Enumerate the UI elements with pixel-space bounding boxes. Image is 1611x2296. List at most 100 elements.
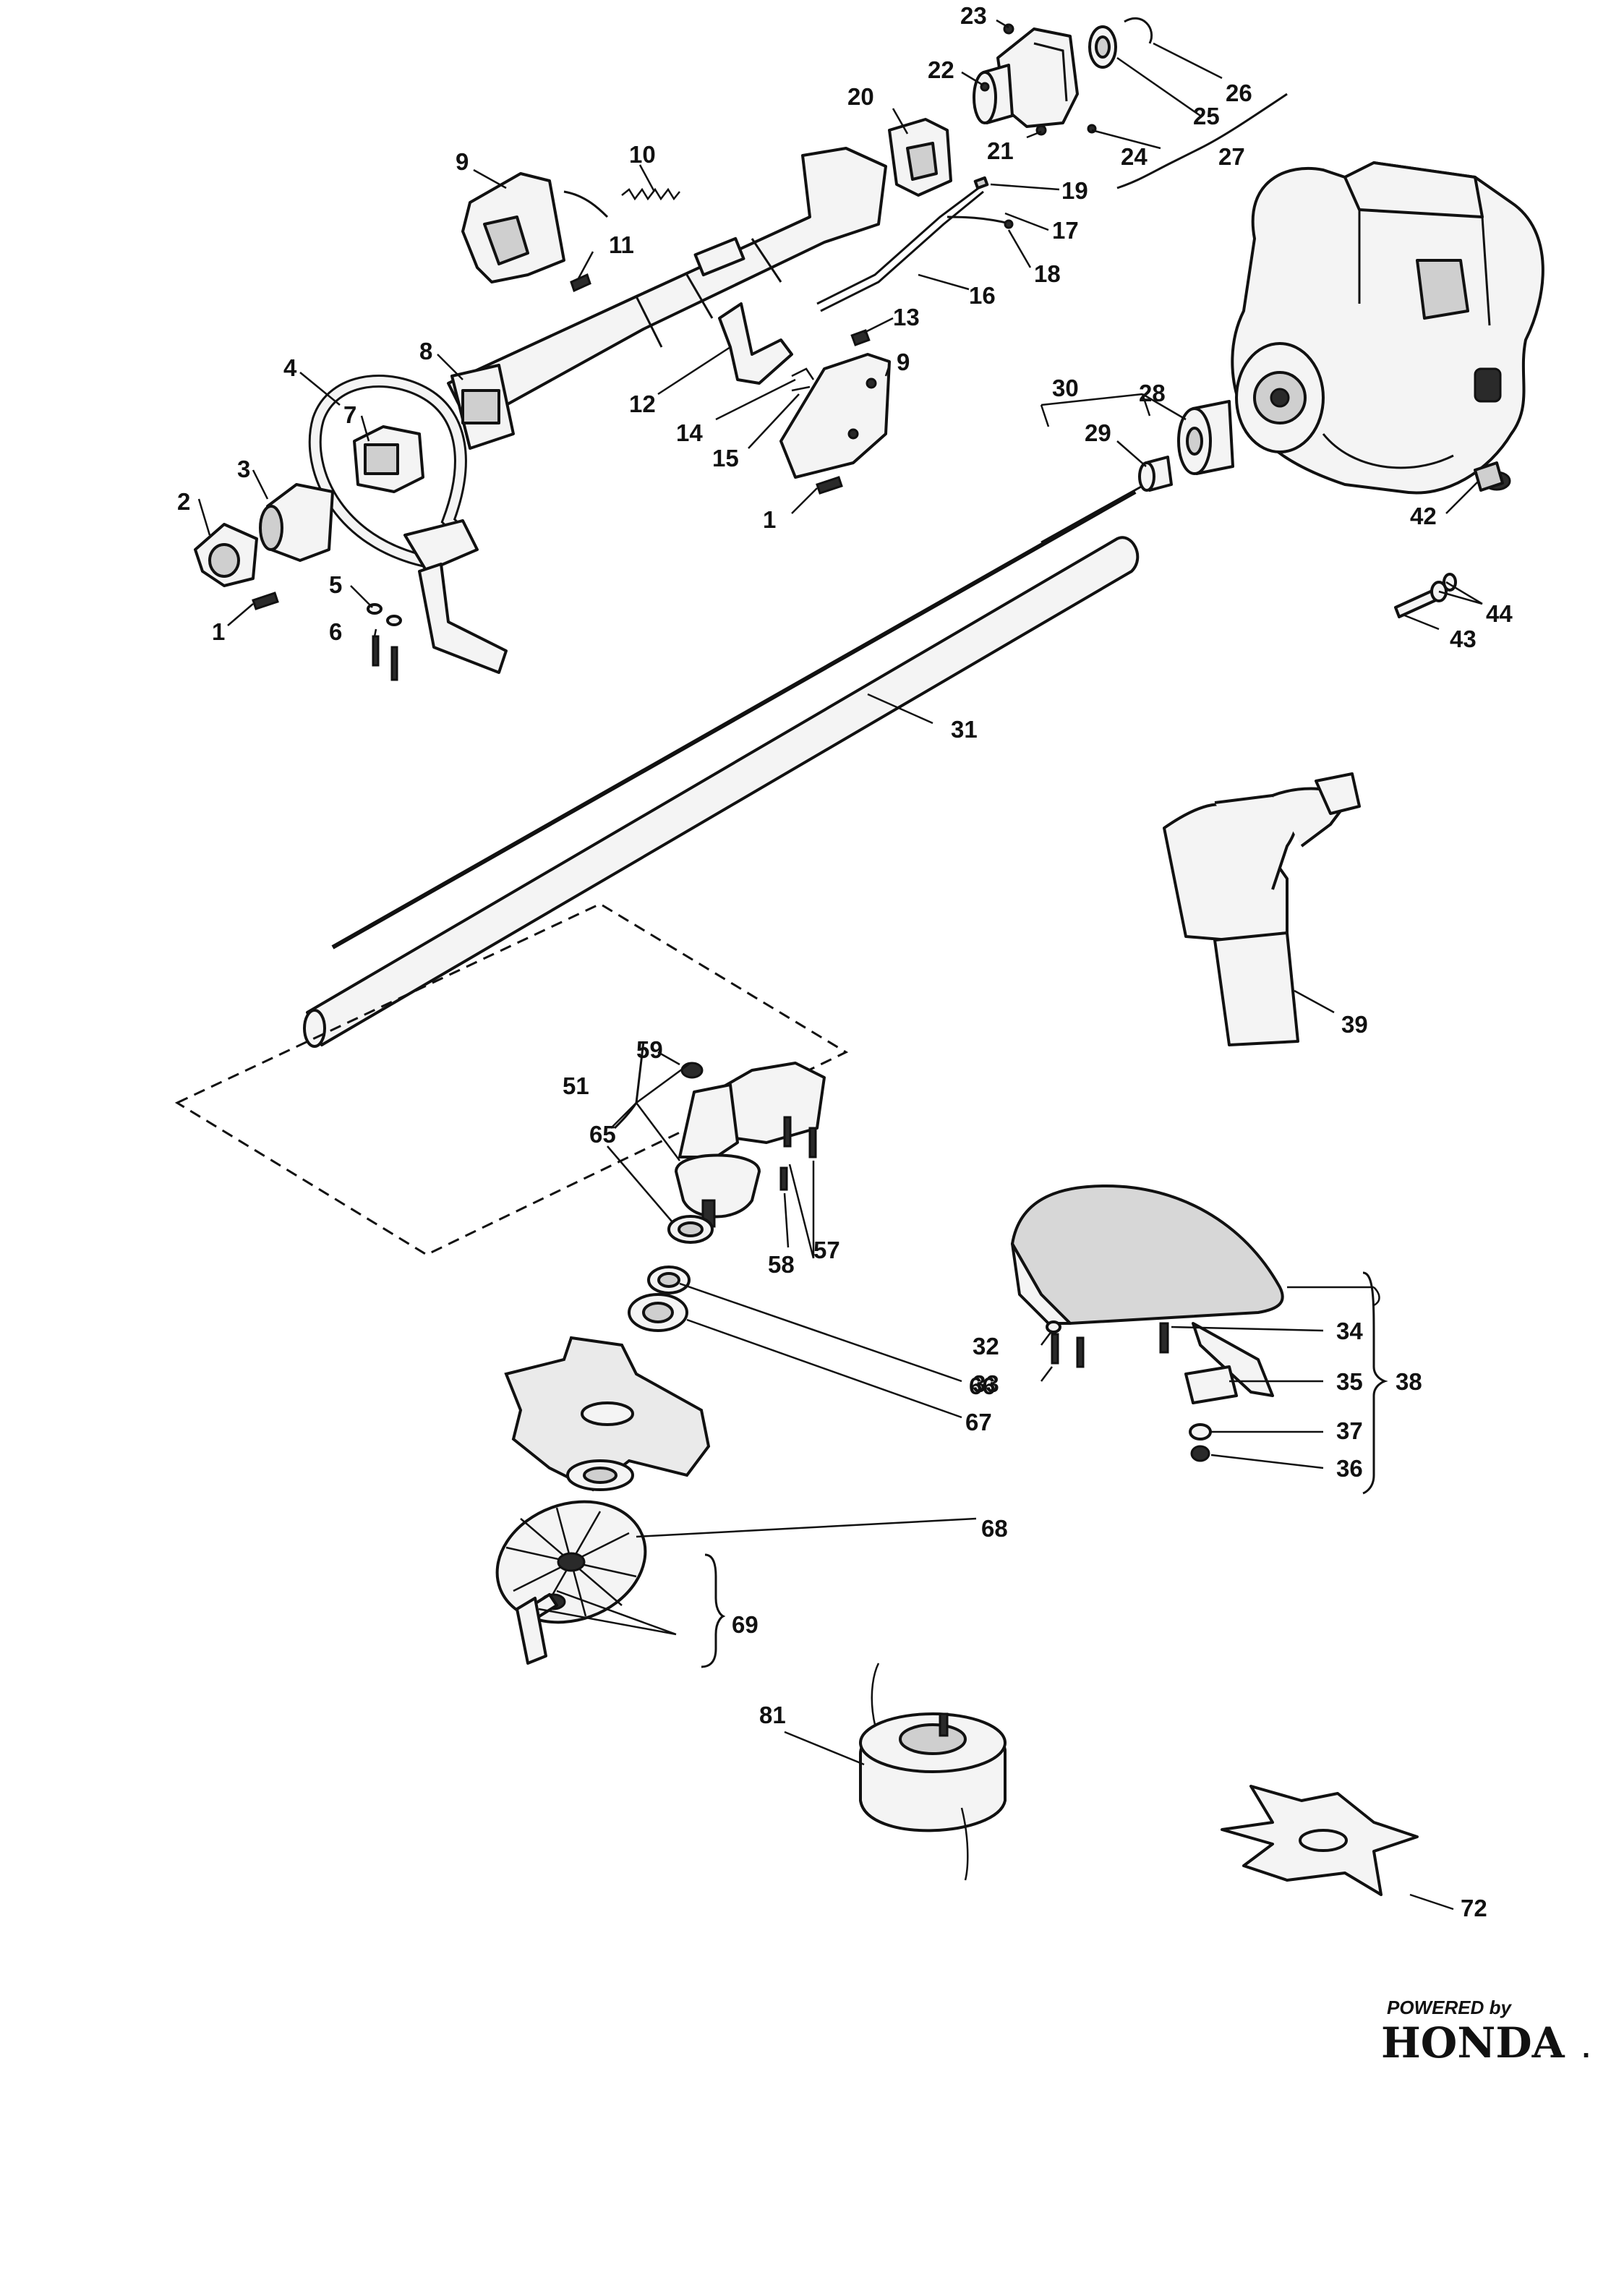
callout: 68 [981,1515,1008,1542]
callout: 18 [1034,260,1061,287]
callout: 14 [676,419,703,446]
callout: 30 [1052,375,1079,401]
callout: 51 [563,1072,589,1099]
screw-11 [570,273,591,293]
callout: 35 [1336,1368,1363,1395]
bearing-67 [628,1293,688,1332]
clamp-knob [194,523,258,587]
washer-68 [566,1459,634,1491]
seal [667,1215,714,1244]
mount-bolt [1394,573,1457,618]
callout: 26 [1226,80,1252,106]
callout: 31 [951,716,978,743]
throttle-bracket [888,118,952,197]
brand-name: HONDA [1381,2018,1565,2067]
callout: 20 [847,83,874,110]
guard-disc [495,1500,647,1624]
callout: 21 [987,137,1014,164]
callout: 9 [897,349,910,375]
shoulder-harness [1163,772,1361,1046]
callout: 1 [763,506,776,533]
callout: 5 [329,571,342,598]
callout: 3 [237,456,250,482]
callout: 22 [928,56,954,83]
callout: 10 [629,141,656,168]
callout: 72 [1461,1895,1487,1921]
callout: 39 [1341,1011,1368,1038]
handle-grip-upper [461,172,609,283]
bushing [1138,456,1173,492]
callout: 17 [1052,217,1079,244]
spring [621,187,680,201]
callout: 66 [969,1373,996,1399]
blade-bolt [516,1593,566,1665]
callout: 25 [1193,103,1220,129]
trimmer-head [859,1663,1007,1881]
main-tube [303,536,1140,1048]
clutch-housing [973,17,1153,136]
brand-logo: POWERED by HONDA . [1381,1997,1590,2067]
blade-guard [1010,1184,1284,1462]
powered-by-text: POWERED by [1387,1997,1512,2018]
handle-grip-lower [779,353,891,479]
callout: 57 [813,1237,840,1263]
callout: 13 [893,304,920,330]
dashed-assembly-indicator [174,902,849,1256]
engine-assembly [1231,161,1544,495]
callout: 1 [212,618,225,645]
engine-bolt [1474,461,1504,492]
callout: 59 [636,1036,663,1063]
callout: 28 [1139,380,1166,406]
callout: 19 [1061,177,1088,204]
callout: 29 [1085,419,1111,446]
handle-spacer [353,425,424,493]
callout: 23 [960,2,987,29]
callout: 27 [1218,143,1245,170]
callout: 58 [768,1251,795,1278]
callout: 15 [712,445,739,471]
screws-lower-left [252,592,402,681]
bearing-66 [647,1266,691,1294]
callout: 2 [177,488,190,515]
flexible-drive-shaft [331,485,1143,949]
leader-lines [197,19,1483,1911]
callout: 7 [343,401,356,428]
loop-handle [308,375,508,674]
four-tooth-blade [1221,1785,1419,1896]
callout: 16 [969,282,996,309]
callout: 38 [1396,1368,1422,1395]
blade-assembly [504,1336,711,1492]
callout: 11 [609,231,634,258]
callout: 24 [1121,143,1148,170]
gearhead [675,1062,826,1228]
throttle-trigger [718,302,793,385]
callout: 9 [456,148,469,175]
brand-trademark: . [1582,2032,1590,2064]
callout: 37 [1336,1417,1363,1444]
callout: 6 [329,618,342,645]
callout: 65 [589,1121,616,1148]
callout: 36 [1336,1455,1363,1482]
callout: 33 [973,1370,999,1397]
callout: 43 [1450,626,1477,652]
switch-parts [791,329,871,392]
callout-labels: 23 22 20 21 26 25 24 27 9 10 11 19 17 18… [177,2,1513,1921]
callout: 34 [1336,1318,1363,1344]
handle-clamp [259,483,334,562]
callout: 42 [1410,503,1437,529]
callout: 81 [759,1702,786,1728]
clutch-drum [1177,400,1234,475]
callout: 32 [973,1333,999,1360]
wire-harness [816,176,1014,312]
callout: 44 [1486,600,1513,627]
callout: 8 [419,338,432,364]
callout: 67 [965,1409,992,1435]
callout: 4 [283,354,297,381]
screw-1-upper [816,476,843,495]
gearhead-screws [779,1116,817,1191]
callout: 12 [629,391,656,417]
callout: 69 [732,1611,759,1638]
drive-shaft-tube [447,147,887,450]
